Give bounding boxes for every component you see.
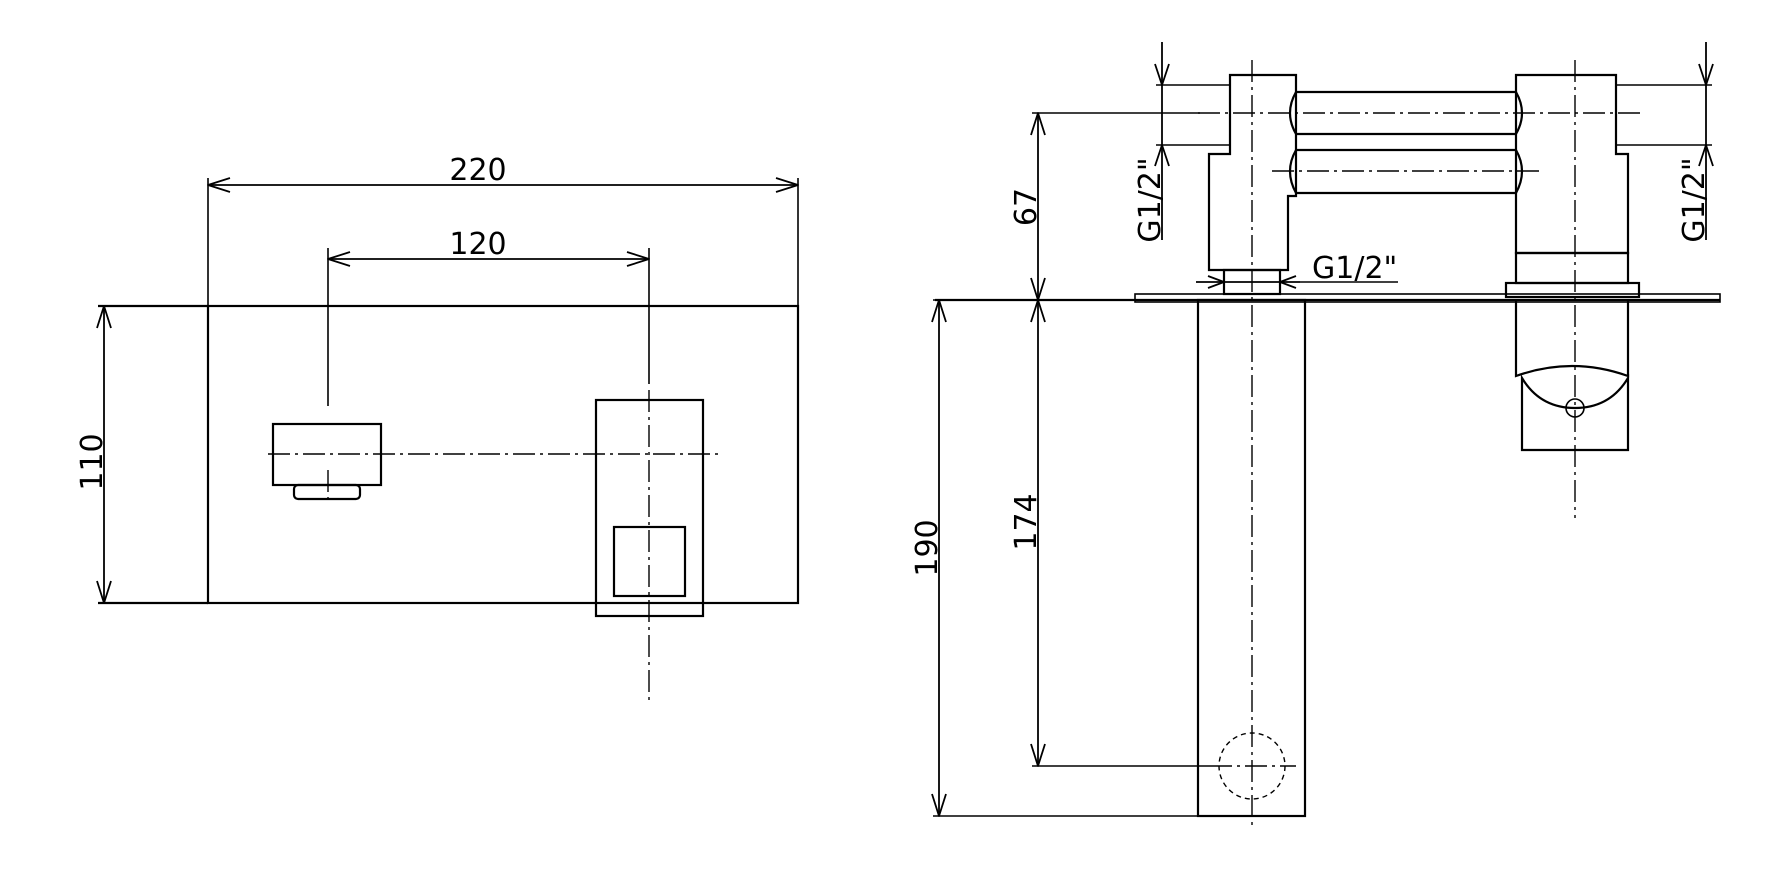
left-conn-arrow-top (1154, 63, 1170, 86)
right-connection-label: G1/2" (1677, 157, 1712, 242)
dim-120-arrow-left (327, 251, 351, 267)
side-plate (1134, 293, 1721, 303)
mixer-lever-top (1514, 300, 1630, 378)
spout-conn-arrow-left (1207, 275, 1225, 289)
dim-67-label: 67 (1009, 188, 1044, 226)
mixer-column (1514, 251, 1630, 285)
left-connection-label: G1/2" (1133, 157, 1168, 242)
left-conn-arrow-bottom (1154, 144, 1170, 167)
mixer-flange (1504, 281, 1641, 299)
spout-conn-arrow-right (1279, 275, 1297, 289)
dim-190-label: 190 (910, 519, 945, 576)
mixer-handle (612, 525, 687, 598)
dim-110-label: 110 (75, 433, 110, 490)
dim-174-arrow-bottom (1030, 743, 1046, 767)
dim-110-arrow-top (96, 305, 112, 329)
spout-connection-label: G1/2" (1312, 251, 1397, 286)
front-view: 220 120 110 (75, 153, 800, 700)
right-conn-arrow-top (1698, 63, 1714, 86)
dim-67-arrow-top (1030, 112, 1046, 136)
left-connection-block (1207, 73, 1298, 272)
dim-110-arrow-bottom (96, 580, 112, 604)
dim-120-arrow-right (626, 251, 650, 267)
right-conn-arrow-bottom (1698, 144, 1714, 167)
dim-174-label: 174 (1009, 493, 1044, 550)
dim-220-arrow-left (207, 177, 231, 193)
mixer-lever-body (1520, 374, 1630, 452)
spout-aerator (292, 483, 362, 501)
wall-plate (206, 304, 800, 605)
dim-220-arrow-right (775, 177, 799, 193)
dim-120-label: 120 (449, 227, 506, 262)
side-view: G1/2" G1/2" G1/2" 67 174 190 (910, 42, 1721, 830)
lower-pipe (1288, 148, 1524, 195)
dim-190-arrow-bottom (931, 793, 947, 817)
upper-pipe (1288, 90, 1524, 136)
dim-220-label: 220 (449, 153, 506, 188)
dim-190-arrow-top (931, 299, 947, 323)
right-connection-block (1514, 73, 1630, 255)
